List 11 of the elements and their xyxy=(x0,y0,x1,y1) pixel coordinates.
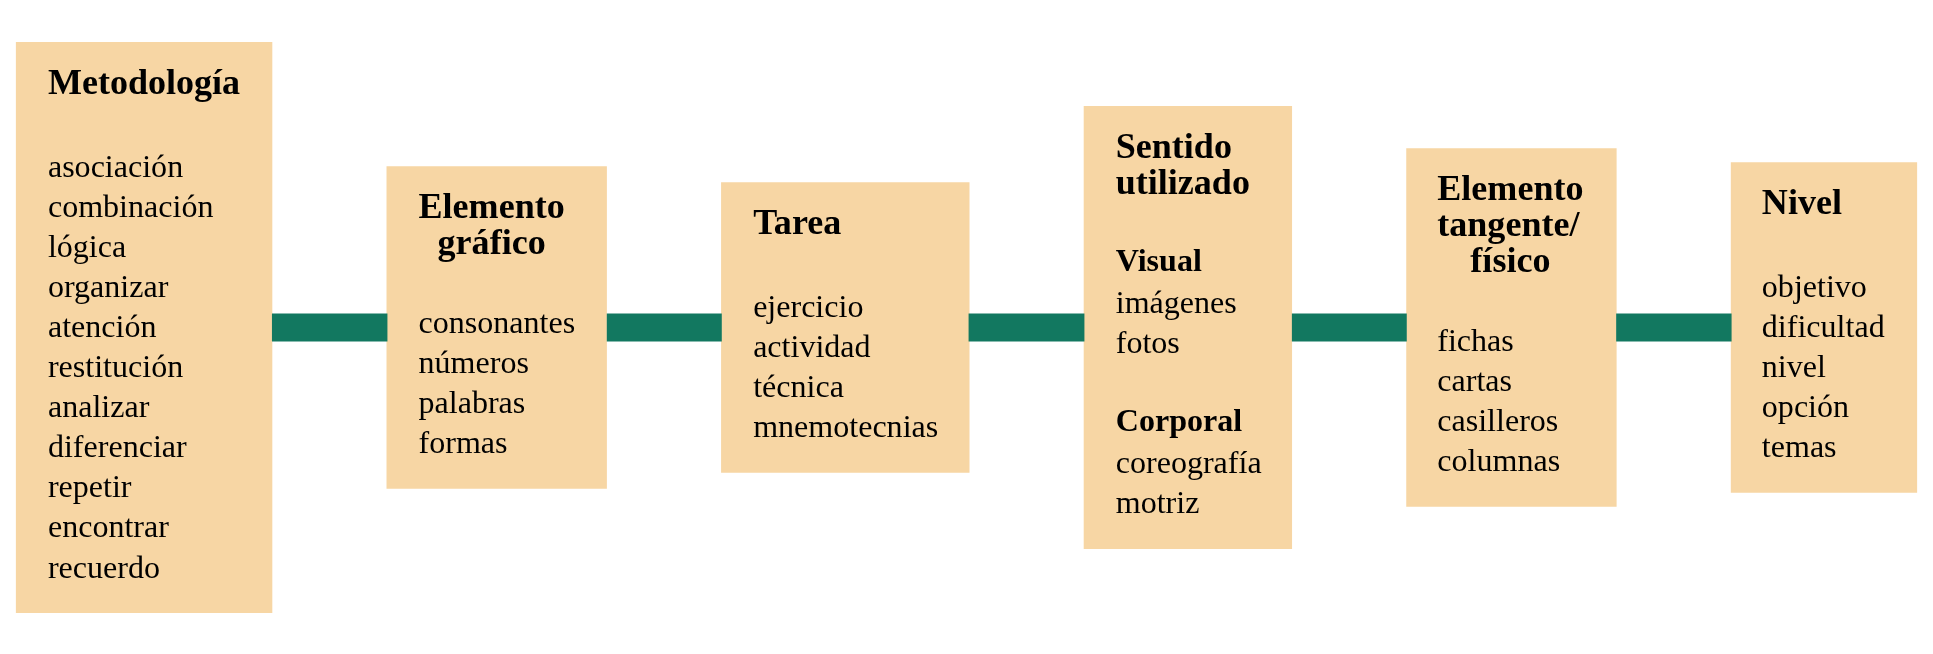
connector xyxy=(271,312,388,342)
connector xyxy=(968,312,1085,342)
node-box: Sentido utilizado Visual imágenes fotos Corporal coreografía motriz xyxy=(1083,105,1293,549)
node-box: Tarea ejercicio actividad técnica mnemotecnias xyxy=(721,181,970,473)
node-box: Elemento tangente/ físico fichas cartas casilleros columnas xyxy=(1406,147,1617,507)
connector xyxy=(606,312,722,342)
node-box: Metodología asociación combinación lógica organizar atención restitución analizar diferenciar repetir encontrar recuerdo xyxy=(15,41,273,613)
node-box: Nivel objetivo dificultad nivel opción temas xyxy=(1730,161,1918,493)
node-box: Elemento gráfico consonantes números palabras formas xyxy=(386,165,607,489)
connector xyxy=(1616,312,1732,342)
connector xyxy=(1291,312,1407,342)
